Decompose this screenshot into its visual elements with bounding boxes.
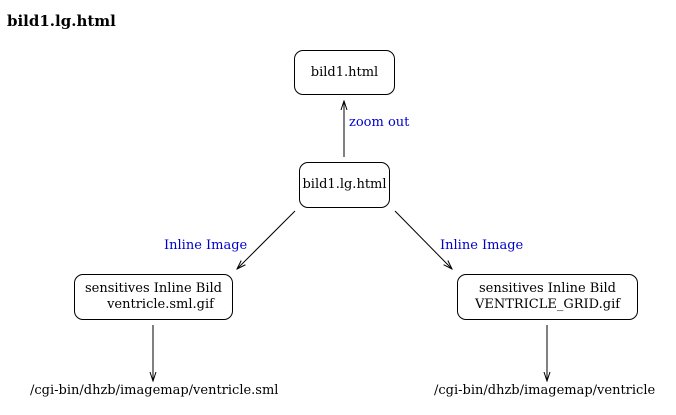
node-left-inline-image-line1: sensitives Inline Bild [84,281,222,296]
edge-label-zoom-out: zoom out [349,115,410,130]
node-bild1-html: bild1.html [294,50,395,95]
arrow-inline-left [237,210,296,269]
page-title: bild1.lg.html [7,12,116,30]
target-left-imagemap: /cgi-bin/dhzb/imagemap/ventricle.sml [30,383,279,398]
node-bild1-html-label: bild1.html [310,64,379,80]
arrow-inline-right [394,210,452,269]
node-left-inline-image: sensitives Inline Bild ventricle.sml.gif [74,274,233,320]
node-right-inline-image: sensitives Inline Bild VENTRICLE_GRID.gi… [457,274,638,320]
edge-label-inline-left: Inline Image [164,238,248,253]
target-right-imagemap: /cgi-bin/dhzb/imagemap/ventricle [434,383,656,398]
node-bild1-lg-html-label: bild1.lg.html [302,177,387,192]
node-left-inline-image-line2: ventricle.sml.gif [107,297,214,312]
node-right-inline-image-line2: VENTRICLE_GRID.gif [474,297,621,312]
node-bild1-lg-html: bild1.lg.html [299,162,390,208]
node-right-inline-image-line1: sensitives Inline Bild [478,281,616,296]
edge-label-inline-right: Inline Image [440,238,524,253]
